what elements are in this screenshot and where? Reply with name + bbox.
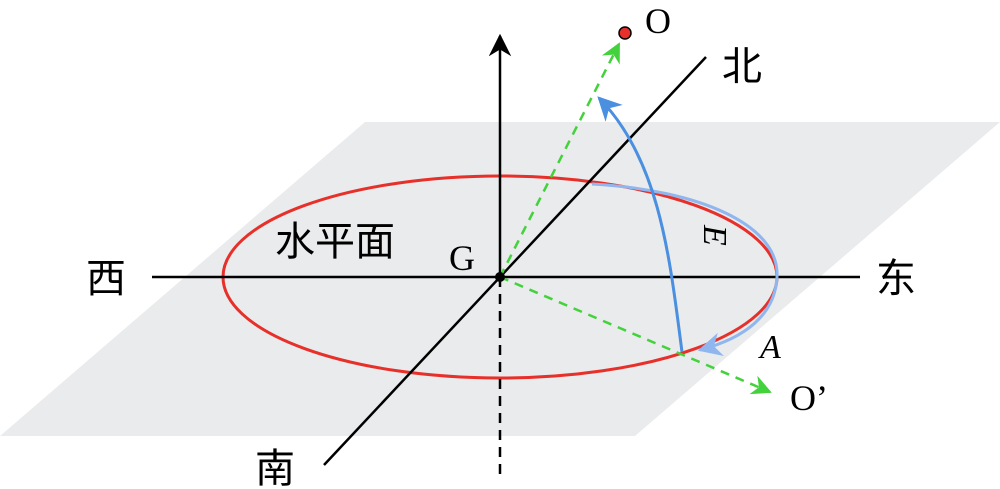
- label-point-a: A: [758, 329, 781, 366]
- label-west: 西: [86, 256, 126, 302]
- sun-point: [618, 26, 632, 40]
- label-center-g: G: [449, 238, 475, 278]
- projection-ray-to-o-prime: [499, 275, 772, 395]
- label-north: 北: [722, 44, 762, 90]
- label-arc-e: E: [696, 224, 733, 246]
- label-point-o-prime: O’: [790, 378, 828, 418]
- label-east: 东: [876, 256, 916, 302]
- elevation-arc: [597, 96, 684, 353]
- azimuth-arc: [591, 182, 779, 357]
- center-point: [495, 272, 505, 282]
- label-south: 南: [255, 446, 295, 489]
- label-point-o: O: [645, 1, 671, 41]
- label-horizontal-plane: 水平面: [275, 219, 395, 265]
- sun-ray-to-o: [498, 42, 621, 278]
- south-north-axis: [323, 56, 707, 466]
